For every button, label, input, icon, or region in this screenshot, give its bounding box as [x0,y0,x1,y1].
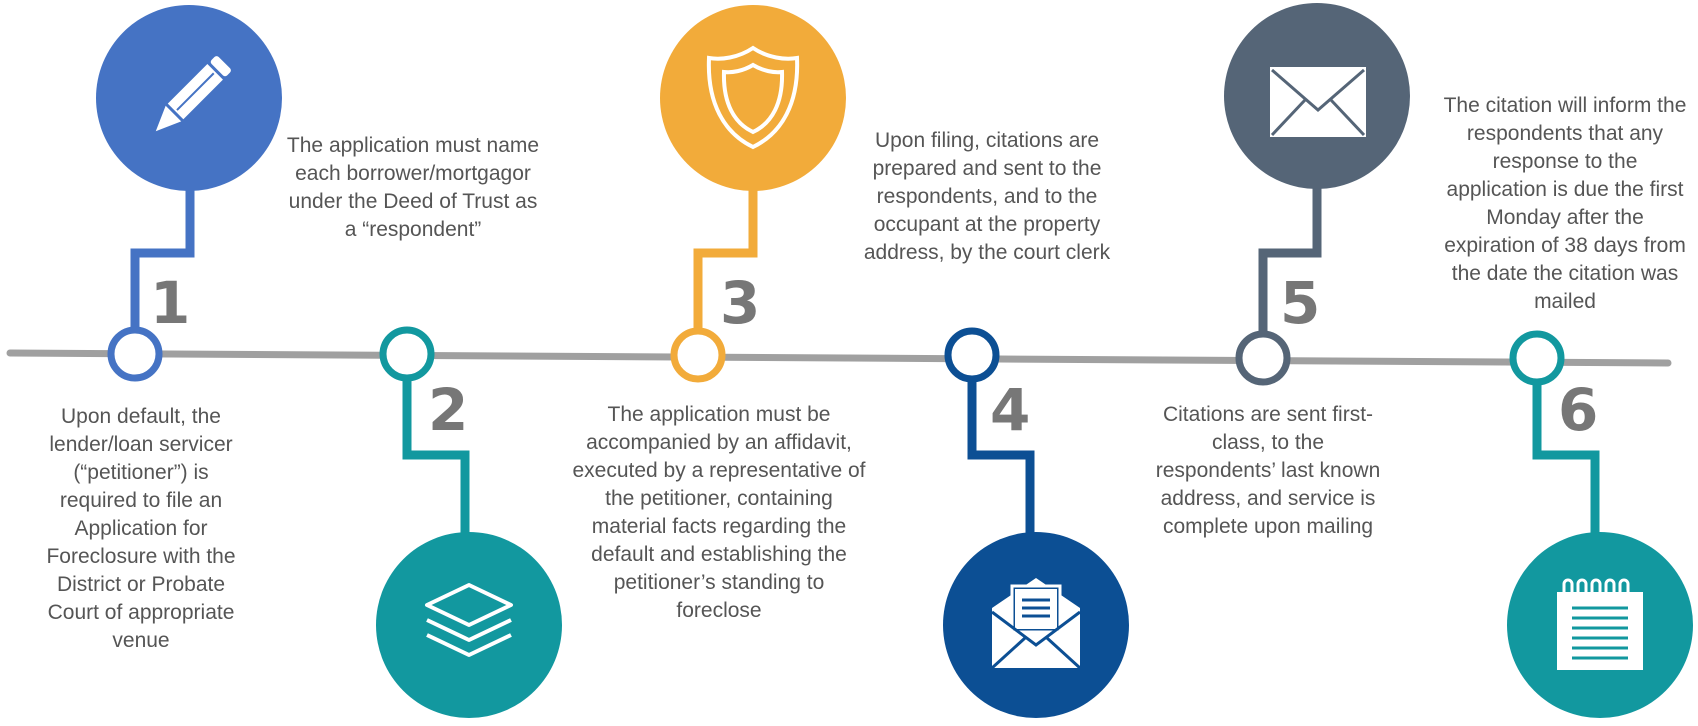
timeline-line [6,349,1672,367]
step-6-node [1509,330,1565,386]
step-5-connector [1258,170,1322,332]
step-3-number: 3 [720,269,760,337]
step-2-node [379,326,435,382]
step-6-number: 6 [1558,376,1598,444]
layers-icon [425,583,513,657]
step-5-number: 5 [1280,269,1320,337]
step-2-description: The application must name each borrower/… [286,134,540,241]
step-4-marker: 4 [943,327,1129,718]
step-4-number: 4 [990,376,1030,444]
shield-icon [706,45,800,150]
step-4-node [944,327,1000,383]
notepad-icon [1557,578,1643,670]
step-4-description: The application must be accompanied by a… [572,403,866,622]
pencil-icon [155,56,231,132]
step-3-description: Upon filing, citations are prepared and … [863,129,1111,264]
step-6-connector [1532,380,1600,540]
envelope-icon [1270,67,1366,137]
step-3-marker: 3 [660,5,846,383]
step-3-icon-circle [660,5,846,191]
step-2-number: 2 [428,376,468,444]
step-1-node [107,326,163,382]
shield-inner-line [721,62,785,135]
step-4-connector [967,380,1035,540]
step-1-connector [130,170,195,332]
step-2-marker: 2 [376,326,562,718]
step-5-marker: 5 [1224,3,1410,386]
step-6-marker: 6 [1507,330,1693,718]
step-1-description: Upon default, the lender/loan servicer (… [46,405,236,652]
step-1-marker: 1 [96,5,282,382]
step-1-number: 1 [150,269,190,337]
step-6-description: Citations are sent first-class, to the r… [1155,403,1381,538]
step-5-node [1235,330,1291,386]
step-2-connector [402,380,470,540]
open-envelope-icon [990,578,1082,670]
step-5-description: The citation will inform the respondents… [1443,94,1687,313]
step-3-node [670,327,726,383]
step-3-connector [693,170,758,332]
